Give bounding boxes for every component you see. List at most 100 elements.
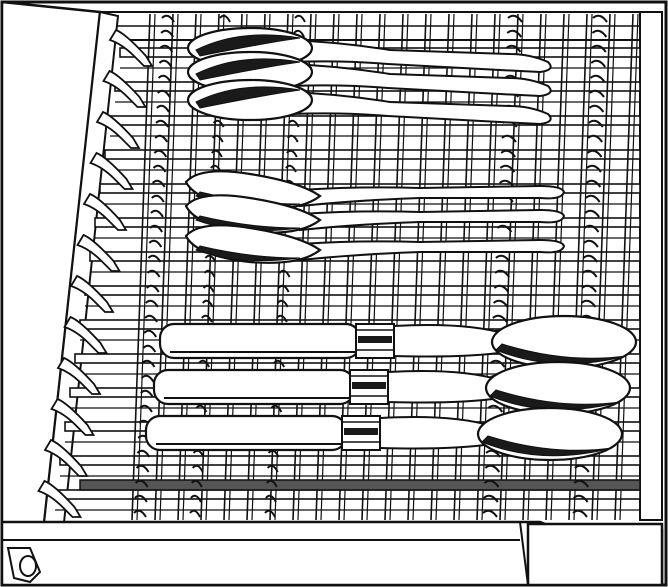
tine bbox=[76, 233, 122, 272]
tray-right-wall bbox=[639, 11, 663, 521]
coil-turn bbox=[496, 224, 513, 233]
coil-turn bbox=[145, 299, 159, 308]
coil-turn bbox=[287, 119, 300, 128]
coil-turn bbox=[212, 119, 225, 128]
coil-turn bbox=[580, 299, 597, 308]
coil-turn bbox=[160, 29, 175, 38]
coil-turn bbox=[572, 494, 589, 503]
coil-turn bbox=[134, 494, 148, 503]
coil-turn bbox=[484, 464, 501, 473]
coil-turn bbox=[144, 314, 158, 323]
coil-turn bbox=[264, 509, 276, 518]
coil-turn bbox=[151, 179, 166, 188]
coil-turn bbox=[276, 299, 289, 308]
coil-turn bbox=[582, 254, 599, 263]
coil-turn bbox=[190, 494, 202, 503]
coil-turn bbox=[286, 149, 298, 158]
cutlery-set bbox=[144, 26, 638, 462]
coil-turn bbox=[587, 134, 603, 143]
bottom-bar bbox=[79, 479, 641, 491]
coil-turn bbox=[211, 149, 223, 158]
spoon-handle bbox=[299, 238, 566, 262]
coil-turn bbox=[134, 479, 149, 488]
bowl-shading bbox=[195, 34, 301, 57]
vertical-wire bbox=[619, 13, 639, 521]
soup-spoon bbox=[152, 360, 632, 416]
coil-turn bbox=[591, 44, 607, 53]
coil-turn bbox=[494, 269, 510, 278]
tine bbox=[108, 28, 154, 67]
coil-turn bbox=[147, 254, 162, 263]
coil-turn bbox=[140, 374, 155, 383]
coil-turn bbox=[154, 134, 169, 143]
coil-turn bbox=[198, 359, 210, 368]
coil-turn bbox=[140, 389, 154, 398]
coil-turn bbox=[195, 404, 208, 413]
ferrule-band bbox=[344, 428, 378, 435]
coil-turn bbox=[149, 224, 163, 233]
coil-turn bbox=[277, 284, 290, 293]
coil-turn bbox=[266, 464, 279, 473]
tray-back-wall bbox=[99, 11, 641, 41]
coil-turn bbox=[483, 494, 499, 503]
coil-turn bbox=[202, 284, 215, 293]
coil-turn bbox=[191, 479, 203, 488]
coil-turn bbox=[135, 464, 150, 473]
bowl-shading bbox=[195, 245, 301, 262]
spoon-neck bbox=[387, 370, 501, 404]
coil-turn bbox=[136, 449, 151, 458]
coil-turn bbox=[203, 269, 216, 278]
coil-turn bbox=[583, 239, 599, 248]
coil-turn bbox=[483, 479, 500, 488]
coil-turn bbox=[159, 44, 174, 53]
horizontal-wire bbox=[104, 149, 641, 160]
coil-turn bbox=[278, 269, 291, 278]
coil-turn bbox=[493, 284, 510, 293]
spoon-handle bbox=[299, 208, 566, 232]
coil-turn bbox=[142, 344, 157, 353]
coil-turn bbox=[151, 194, 165, 203]
coil-turn bbox=[148, 239, 163, 248]
coil-turn bbox=[572, 509, 588, 518]
tine bbox=[95, 110, 141, 149]
coil-turn bbox=[588, 104, 605, 113]
coil-turn bbox=[293, 29, 305, 38]
tine bbox=[37, 479, 83, 518]
coil-turn bbox=[191, 464, 204, 473]
coil-turn bbox=[590, 59, 607, 68]
coil-turn bbox=[487, 404, 504, 413]
spoon-handle bbox=[288, 38, 552, 74]
coil-turn bbox=[589, 74, 606, 83]
coil-turn bbox=[583, 224, 600, 233]
coil-turn bbox=[592, 14, 608, 23]
coil-turn bbox=[573, 479, 590, 488]
coil-turn bbox=[273, 359, 285, 368]
coil-turn bbox=[150, 209, 164, 218]
coil-turn bbox=[591, 29, 608, 38]
ferrule-band bbox=[358, 336, 392, 343]
coil-turn bbox=[265, 494, 277, 503]
coil-turn bbox=[586, 149, 603, 158]
coil-turn bbox=[492, 299, 509, 308]
coil-turn bbox=[482, 509, 498, 518]
coil-turn bbox=[507, 14, 523, 23]
coil-turn bbox=[211, 134, 224, 143]
horizontal-wire bbox=[59, 455, 641, 466]
coil-turn bbox=[495, 254, 511, 263]
coil-turn bbox=[189, 509, 201, 518]
coil-turn bbox=[201, 314, 213, 323]
coil-turn bbox=[156, 104, 170, 113]
coil-turn bbox=[286, 134, 299, 143]
coil-turn bbox=[584, 209, 600, 218]
coil-turn bbox=[586, 164, 602, 173]
dessert-spoon bbox=[186, 78, 552, 126]
teaspoon bbox=[184, 224, 566, 264]
ferrule-band bbox=[352, 382, 386, 389]
coil-turn bbox=[133, 509, 147, 518]
spoon-handle bbox=[299, 184, 566, 208]
coil-turn bbox=[204, 254, 217, 263]
coil-turn bbox=[157, 89, 171, 98]
spoon-handle bbox=[288, 90, 552, 126]
